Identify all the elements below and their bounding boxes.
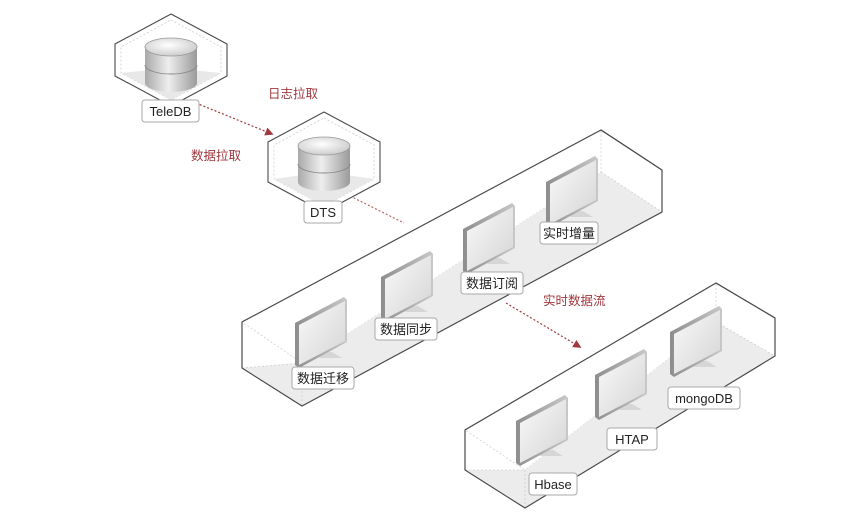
data-migration-label: 数据迁移 [297,371,349,386]
dts-database-icon [297,136,351,191]
data-sync-server: 数据同步 [374,251,438,341]
data-migration-server: 数据迁移 [291,297,355,390]
dts-to-cluster-dotted-line [349,195,405,224]
realtime-increment-server: 实时增量 [539,156,599,245]
monitor-icon [463,203,515,274]
mongodb-label: mongoDB [675,391,733,406]
hbase-server: Hbase [516,395,578,496]
data-pull-label: 数据拉取 [191,148,242,163]
htap-server: HTAP [595,349,658,451]
mongodb-server: mongoDB [667,306,741,410]
teledb-label: TeleDB [150,104,192,119]
teledb-label-box [141,99,200,123]
monitor-icon [670,306,722,377]
data-subscription-server: 数据订阅 [460,203,524,295]
hbase-label: Hbase [534,477,572,492]
data-subscription-label: 数据订阅 [466,276,518,291]
dts-label: DTS [310,205,336,220]
monitor-icon [546,156,598,227]
monitor-icon [516,395,568,466]
htap-label: HTAP [615,432,649,447]
data-sync-label: 数据同步 [380,322,432,337]
teledb-node: TeleDB [114,13,228,123]
log-pull-arrow [195,102,274,136]
log-pull-label: 日志拉取 [268,86,319,101]
dts-label-box [303,200,343,224]
teledb-database-icon [144,37,198,92]
realtime-stream-arrow [505,302,582,348]
realtime-increment-label: 实时增量 [543,226,595,241]
realtime-stream-label: 实时数据流 [543,293,606,308]
monitor-icon [295,297,347,368]
monitor-icon [381,251,433,322]
monitor-icon [595,349,647,420]
dts-node: DTS [267,111,381,224]
